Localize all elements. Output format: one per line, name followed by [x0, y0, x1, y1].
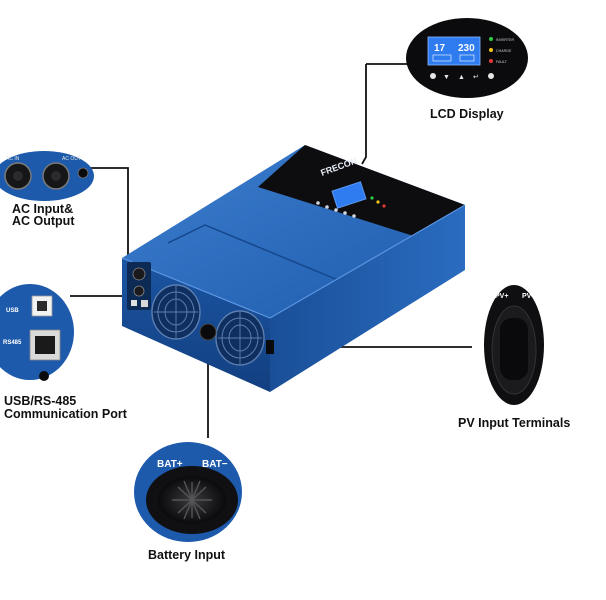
pv-pos-tag: PV+ — [495, 293, 508, 300]
inverter-side-face — [270, 205, 465, 392]
led-label-inverter: INVERTER — [496, 38, 515, 42]
inset-ac: AC IN AC OUT — [0, 151, 94, 201]
bat-neg-tag: BAT− — [202, 459, 228, 470]
lcd-button-enter-icon[interactable]: ↵ — [473, 74, 479, 81]
leader-lcd — [361, 64, 367, 165]
ac-in-tag: AC IN — [6, 156, 20, 162]
inset-pv: PV+ PV- — [484, 285, 544, 405]
usb-tag: USB — [6, 308, 19, 314]
ac-io-label-line1: AC Input& — [12, 202, 74, 216]
unit-button-4[interactable] — [343, 211, 347, 215]
inset-battery: BAT+ BAT− — [134, 442, 242, 542]
lcd-button-up-icon[interactable]: ▲ — [458, 74, 465, 81]
unit-buttons — [316, 201, 356, 218]
battery-input-label: Battery Input — [148, 548, 226, 562]
usb-rs485-label-line2: Communication Port — [4, 407, 127, 421]
inset-lcd-left-value: 17 — [434, 43, 446, 54]
inset-lcd-right-value: 230 — [458, 43, 475, 54]
lcd-display-label: LCD Display — [430, 107, 504, 121]
pv-neg-tag: PV- — [522, 293, 534, 300]
unit-leds — [370, 196, 386, 208]
inset-lcd: 17 230 INVERTER CHARGE FAULT ▼ ▲ ↵ — [406, 18, 528, 98]
inverter-edges — [121, 204, 466, 319]
rs485-tag: RS485 — [3, 340, 22, 346]
inverter-unit: FRECON — [121, 145, 466, 392]
front-port-cluster — [127, 262, 151, 310]
side-pv-terminal — [266, 340, 274, 354]
led-label-fault: FAULT — [496, 60, 508, 64]
ac-io-label-line2: AC Output — [12, 214, 75, 228]
battery-grommet-ribs — [172, 480, 212, 520]
inset-usb-rs485: USB RS485 — [0, 284, 74, 381]
inset-lcd-buttons: ▼ ▲ ↵ — [430, 73, 494, 81]
unit-button-3[interactable] — [334, 208, 338, 212]
unit-button-5[interactable] — [352, 214, 356, 218]
leader-ac — [90, 167, 129, 262]
unit-button-1[interactable] — [316, 201, 320, 205]
unit-lcd-screen — [331, 181, 367, 209]
inset-usb-screw — [39, 371, 49, 381]
fan-left — [151, 284, 201, 340]
front-battery-terminal — [199, 323, 217, 341]
inset-lcd-screen — [427, 36, 481, 66]
lcd-button-power[interactable] — [430, 73, 436, 79]
led-label-charge: CHARGE — [496, 49, 512, 53]
unit-button-2[interactable] — [325, 205, 329, 209]
front-fans — [151, 284, 265, 366]
fan-right — [215, 310, 265, 366]
lcd-button-down-icon[interactable]: ▼ — [443, 74, 450, 81]
ac-out-tag: AC OUT — [62, 156, 81, 162]
pv-input-label: PV Input Terminals — [458, 416, 571, 430]
inset-lcd-leds: INVERTER CHARGE FAULT — [489, 37, 515, 64]
ac-ground-screw — [77, 167, 89, 179]
usb-rs485-label-line1: USB/RS-485 — [4, 394, 77, 408]
lcd-button-esc[interactable] — [488, 73, 494, 79]
bat-pos-tag: BAT+ — [157, 459, 183, 470]
